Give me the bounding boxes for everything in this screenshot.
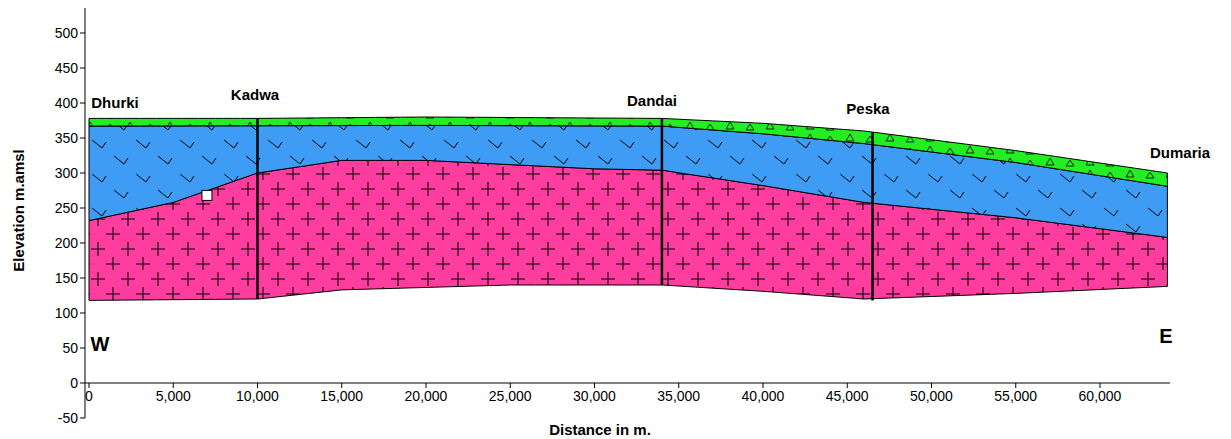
x-tick-label: 5,000 bbox=[156, 389, 191, 403]
y-tick bbox=[80, 68, 85, 69]
x-tick-label: 55,000 bbox=[994, 389, 1037, 403]
x-tick-label: 40,000 bbox=[742, 389, 785, 403]
y-tick bbox=[80, 348, 85, 349]
y-tick bbox=[80, 33, 85, 34]
x-tick-label: 60,000 bbox=[1079, 389, 1122, 403]
y-tick bbox=[80, 278, 85, 279]
y-tick-label: 50 bbox=[62, 341, 78, 355]
x-tick bbox=[847, 383, 848, 388]
y-tick-label: 150 bbox=[55, 271, 78, 285]
y-tick-label: 250 bbox=[55, 201, 78, 215]
x-tick-label: 0 bbox=[85, 389, 93, 403]
x-tick-label: 35,000 bbox=[657, 389, 700, 403]
y-tick-label: 500 bbox=[55, 26, 78, 40]
y-tick bbox=[80, 418, 85, 419]
borehole-line bbox=[871, 132, 874, 300]
direction-label: E bbox=[1159, 326, 1172, 346]
x-tick-label: 50,000 bbox=[910, 389, 953, 403]
axis-title: Distance in m. bbox=[549, 422, 651, 437]
y-axis bbox=[85, 8, 86, 418]
weathered-layer bbox=[89, 125, 1167, 237]
place-name: Kadwa bbox=[231, 87, 279, 102]
x-tick bbox=[89, 383, 90, 388]
direction-label: W bbox=[91, 334, 110, 354]
y-tick-label: 200 bbox=[55, 236, 78, 250]
borehole-line bbox=[661, 118, 664, 285]
soil-layer bbox=[89, 117, 1167, 186]
x-tick-label: 30,000 bbox=[573, 389, 616, 403]
x-tick bbox=[257, 383, 258, 388]
x-tick bbox=[510, 383, 511, 388]
place-name: Dumaria bbox=[1150, 145, 1210, 160]
y-tick-label: 100 bbox=[55, 306, 78, 320]
x-tick-label: 20,000 bbox=[405, 389, 448, 403]
borehole-line bbox=[256, 118, 259, 299]
x-tick bbox=[678, 383, 679, 388]
y-tick bbox=[80, 138, 85, 139]
x-tick bbox=[173, 383, 174, 388]
y-tick bbox=[80, 103, 85, 104]
y-tick bbox=[80, 313, 85, 314]
place-name: Dandai bbox=[627, 93, 677, 108]
y-tick bbox=[80, 383, 85, 384]
x-tick bbox=[1015, 383, 1016, 388]
y-tick bbox=[80, 173, 85, 174]
y-tick-label: 400 bbox=[55, 96, 78, 110]
x-tick bbox=[594, 383, 595, 388]
x-tick bbox=[931, 383, 932, 388]
y-tick-label: 350 bbox=[55, 131, 78, 145]
y-tick-label: 0 bbox=[70, 376, 78, 390]
axis-title: Elevation m.amsl bbox=[11, 149, 26, 272]
x-tick-label: 45,000 bbox=[826, 389, 869, 403]
y-tick bbox=[80, 243, 85, 244]
x-tick-label: 10,000 bbox=[236, 389, 279, 403]
x-tick bbox=[426, 383, 427, 388]
x-tick-label: 15,000 bbox=[320, 389, 363, 403]
y-tick bbox=[80, 208, 85, 209]
x-tick-label: 25,000 bbox=[489, 389, 532, 403]
place-name: Peska bbox=[846, 101, 889, 116]
y-tick-label: 450 bbox=[55, 61, 78, 75]
x-tick bbox=[341, 383, 342, 388]
x-tick bbox=[763, 383, 764, 388]
place-name: Dhurki bbox=[91, 95, 139, 110]
y-tick-label: 300 bbox=[55, 166, 78, 180]
marker-square bbox=[202, 190, 212, 200]
x-tick bbox=[1100, 383, 1101, 388]
y-tick-label: -50 bbox=[58, 411, 78, 425]
x-axis bbox=[85, 383, 1170, 384]
